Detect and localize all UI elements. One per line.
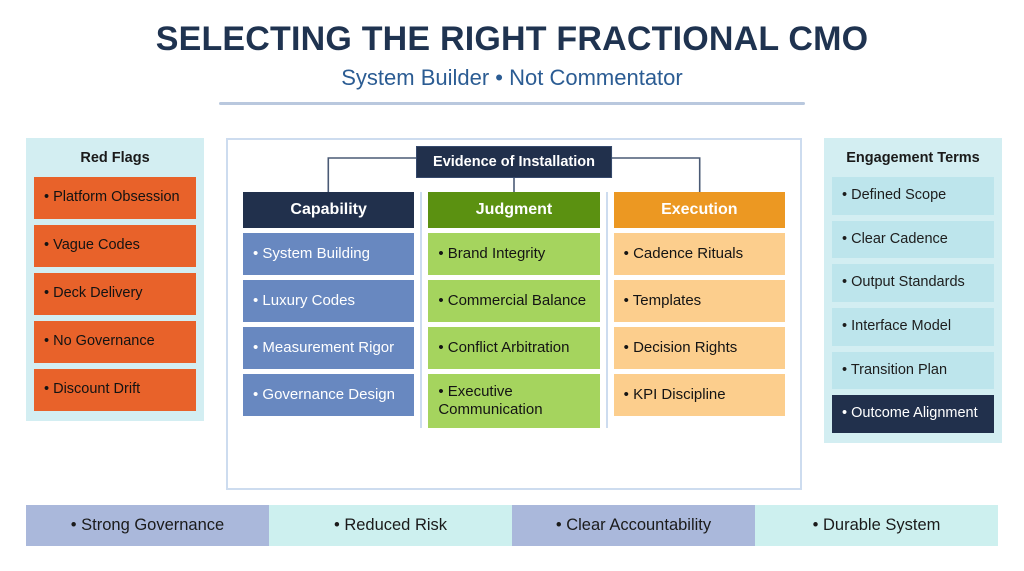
- list-item[interactable]: • Conflict Arbitration: [428, 327, 600, 369]
- list-item[interactable]: • Decision Rights: [613, 327, 785, 369]
- list-item[interactable]: • Executive Communication: [428, 374, 600, 428]
- list-item[interactable]: • Defined Scope: [832, 177, 994, 215]
- list-item[interactable]: • Output Standards: [832, 264, 994, 303]
- evidence-panel: Evidence of Installation Capability • Sy…: [226, 138, 802, 490]
- column-heading-judgment: Judgment: [428, 192, 600, 228]
- list-item[interactable]: • KPI Discipline: [613, 374, 785, 416]
- list-item[interactable]: • Brand Integrity: [428, 233, 600, 275]
- list-item[interactable]: • Measurement Rigor: [243, 327, 415, 369]
- main-content-row: Red Flags • Platform Obsession • Vague C…: [0, 138, 1024, 490]
- title-divider: [219, 101, 805, 105]
- engagement-terms-list: • Defined Scope • Clear Cadence • Output…: [824, 177, 1002, 443]
- page-title: SELECTING THE RIGHT FRACTIONAL CMO: [155, 20, 869, 58]
- list-item[interactable]: • Vague Codes: [34, 225, 196, 267]
- page-header: SELECTING THE RIGHT FRACTIONAL CMO Syste…: [0, 0, 1024, 105]
- list-item[interactable]: • Platform Obsession: [34, 177, 196, 219]
- engagement-terms-heading: Engagement Terms: [846, 150, 980, 166]
- evidence-of-installation-box[interactable]: Evidence of Installation: [416, 146, 612, 178]
- list-item[interactable]: • Templates: [613, 280, 785, 322]
- list-item[interactable]: • System Building: [243, 233, 415, 275]
- outcome-item[interactable]: • Clear Accountability: [512, 505, 755, 546]
- list-item[interactable]: • Luxury Codes: [243, 280, 415, 322]
- outcomes-bar: • Strong Governance • Reduced Risk • Cle…: [26, 505, 998, 546]
- list-item[interactable]: • Transition Plan: [832, 351, 994, 390]
- list-item[interactable]: • Discount Drift: [34, 369, 196, 411]
- list-item[interactable]: • Governance Design: [243, 374, 415, 416]
- red-flags-panel: Red Flags • Platform Obsession • Vague C…: [26, 138, 204, 421]
- red-flags-heading: Red Flags: [80, 150, 150, 166]
- column-execution: Execution • Cadence Rituals • Templates …: [605, 192, 792, 428]
- outcome-item[interactable]: • Strong Governance: [26, 505, 269, 546]
- evidence-header-area: Evidence of Installation: [228, 140, 800, 192]
- column-capability: Capability • System Building • Luxury Co…: [236, 192, 421, 428]
- list-item[interactable]: • Interface Model: [832, 308, 994, 346]
- column-heading-execution: Execution: [613, 192, 785, 228]
- capability-judgment-execution-columns: Capability • System Building • Luxury Co…: [228, 192, 800, 436]
- list-item[interactable]: • No Governance: [34, 321, 196, 363]
- list-item[interactable]: • Cadence Rituals: [613, 233, 785, 275]
- page-subtitle: System Builder • Not Commentator: [341, 64, 683, 90]
- engagement-terms-panel: Engagement Terms • Defined Scope • Clear…: [824, 138, 1002, 444]
- red-flags-list: • Platform Obsession • Vague Codes • Dec…: [26, 177, 204, 421]
- column-judgment: Judgment • Brand Integrity • Commercial …: [420, 192, 606, 428]
- list-item-highlighted[interactable]: • Outcome Alignment: [832, 395, 994, 434]
- outcome-item[interactable]: • Reduced Risk: [269, 505, 512, 546]
- outcome-item[interactable]: • Durable System: [755, 505, 998, 546]
- list-item[interactable]: • Deck Delivery: [34, 273, 196, 315]
- list-item[interactable]: • Clear Cadence: [832, 220, 994, 259]
- column-heading-capability: Capability: [243, 192, 415, 228]
- list-item[interactable]: • Commercial Balance: [428, 280, 600, 322]
